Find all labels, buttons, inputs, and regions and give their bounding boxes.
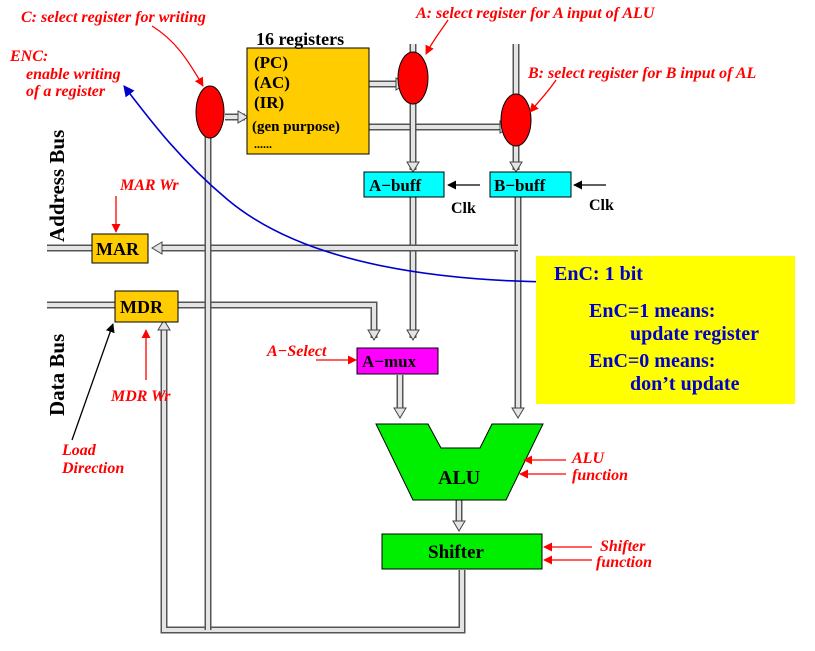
selector-ovals: [195, 51, 532, 147]
load-direction-arrow: [71, 323, 115, 441]
alu-fn-annotation-1: ALU: [571, 450, 605, 467]
arrow-into-a-mux-left: [367, 329, 381, 341]
register-file-title: 16 registers: [256, 29, 344, 49]
a-select-arrow: [425, 19, 449, 55]
clk-b-label: Clk: [589, 197, 614, 214]
b-buff-label: B−buff: [494, 176, 546, 195]
arrow-into-mdr: [157, 319, 171, 331]
reg-ellipsis: ......: [254, 137, 272, 151]
alu-label: ALU: [438, 467, 480, 489]
black-arrows: [71, 180, 606, 441]
a-buff-label: A−buff: [369, 176, 422, 195]
enc-annotation-3: of a register: [26, 83, 106, 100]
arrow-into-shifter: [452, 520, 466, 532]
mdr-wr-annotation: MDR Wr: [110, 388, 171, 405]
mdr-label: MDR: [120, 297, 164, 317]
arrow-into-regfile: [237, 110, 249, 124]
enc-annotation-1: ENC:: [9, 48, 48, 65]
annotations: C: select register for writing A: select…: [9, 5, 757, 571]
c-select-arrow: [151, 25, 204, 87]
load-direction-2: Direction: [61, 460, 124, 477]
reg-ir: (IR): [254, 93, 284, 112]
enc-annotation-2: enable writing: [26, 66, 121, 83]
mar-label: MAR: [96, 239, 140, 259]
arrow-into-mar: [151, 241, 163, 255]
shifter-fn-annotation-2: function: [596, 554, 652, 571]
register-file: 16 registers (PC) (AC) (IR) (gen purpose…: [246, 29, 370, 155]
a-select-annotation: A: select register for A input of ALU: [415, 5, 656, 22]
reg-pc: (PC): [254, 53, 288, 72]
a-mux: A−mux: [356, 347, 439, 375]
load-direction-1: Load: [61, 442, 97, 459]
enc-info-line4: don’t update: [630, 373, 740, 395]
enc-info-line3: EnC=0 means:: [589, 350, 715, 372]
arrow-into-a-mux-right: [406, 329, 420, 341]
address-bus-label: Address Bus: [45, 130, 69, 242]
alu-fn-annotation-2: function: [572, 467, 628, 484]
enc-curve: [123, 85, 549, 283]
b-buff: B−buff: [489, 171, 572, 198]
reg-gen: (gen purpose): [252, 119, 340, 135]
a-buff: A−buff: [363, 171, 445, 198]
b-select-arrow: [529, 79, 557, 113]
shifter: Shifter: [381, 533, 543, 570]
b-select-annotation: B: select register for B input of AL: [527, 65, 757, 82]
reg-ac: (AC): [254, 73, 290, 92]
a-select-ctrl-annotation: A−Select: [266, 343, 327, 360]
shifter-label: Shifter: [428, 542, 485, 563]
enc-info-box: EnC: 1 bit EnC=1 means: update register …: [536, 256, 795, 404]
c-select-annotation: C: select register for writing: [21, 9, 206, 26]
control-arrows: [111, 19, 592, 565]
enc-info-title: EnC: 1 bit: [554, 263, 643, 285]
bus-lines: [47, 44, 522, 634]
arrow-into-a-buff: [406, 161, 420, 173]
clk-a-label: Clk: [451, 200, 476, 217]
shifter-fn-annotation-1: Shifter: [600, 538, 646, 555]
arrow-into-alu-left: [393, 407, 407, 419]
data-bus-label: Data Bus: [45, 334, 69, 416]
a-mux-label: A−mux: [362, 352, 417, 371]
enc-info-line2: update register: [630, 323, 759, 345]
arrow-into-alu-right: [511, 407, 525, 419]
a-selector: [397, 51, 429, 105]
mar: MAR: [91, 233, 149, 264]
mar-wr-annotation: MAR Wr: [119, 177, 179, 194]
arrow-into-b-buff: [509, 161, 523, 173]
mdr: MDR: [114, 290, 179, 323]
alu: ALU: [375, 423, 544, 501]
enc-info-line1: EnC=1 means:: [589, 300, 715, 322]
c-selector: [195, 85, 225, 139]
b-selector: [500, 93, 532, 147]
